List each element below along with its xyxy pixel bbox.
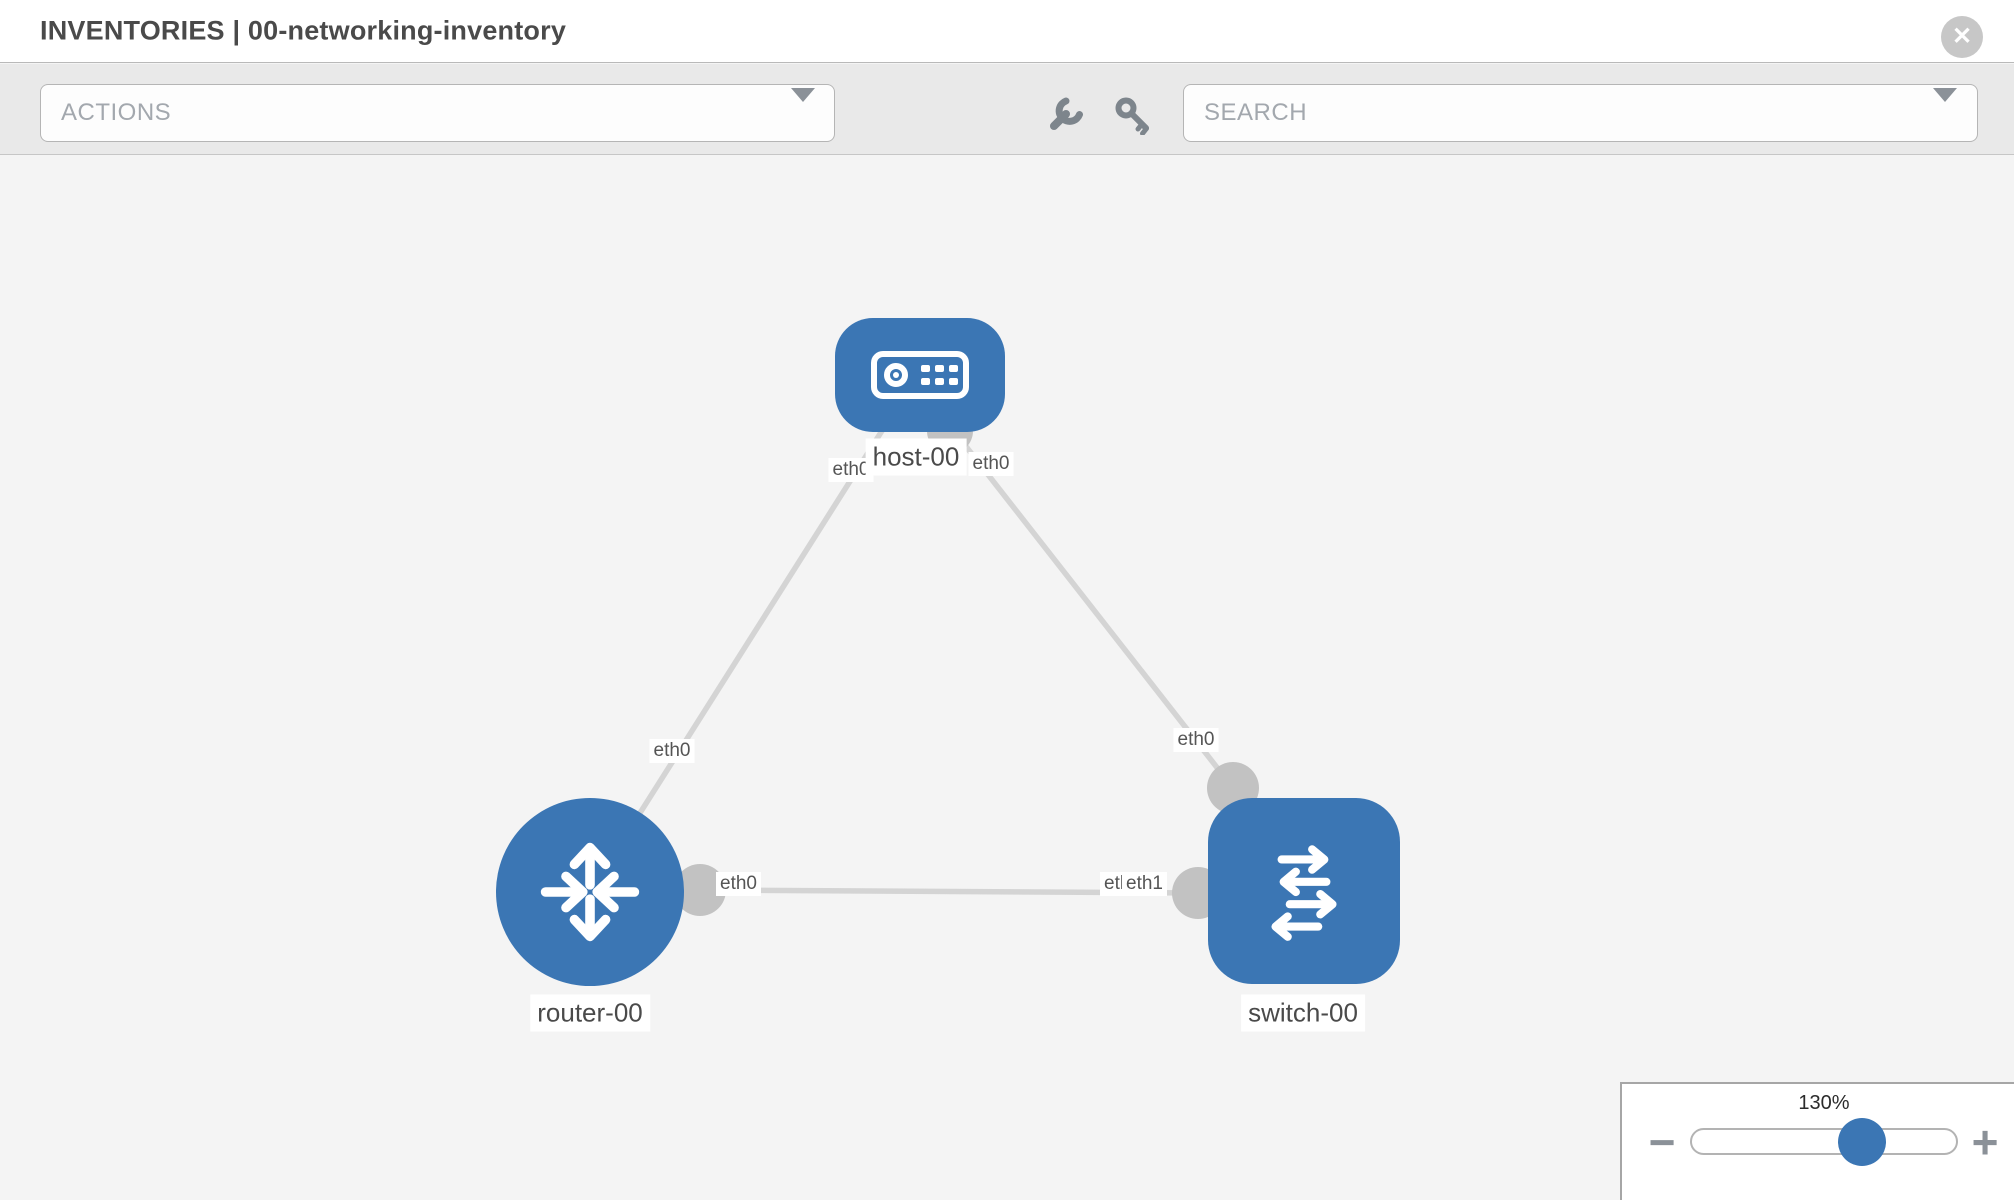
connector-router-right [674,864,726,916]
node-host-00[interactable] [835,318,1005,432]
node-label-host-00: host-00 [865,438,967,476]
zoom-out-button[interactable]: − [1648,1116,1676,1168]
header: INVENTORIES | 00-networking-inventory ✕ [0,0,2014,63]
if-label-eth0-host-right: eth0 [968,452,1014,476]
wrench-icon [1050,97,1083,130]
if-label-eth0-host-switch-link: eth0 [1173,728,1219,752]
actions-dropdown-label: ACTIONS [61,99,172,126]
zoom-in-button[interactable]: + [1971,1116,1999,1168]
close-button[interactable]: ✕ [1941,16,1983,58]
toolbar: ACTIONS SEARCH [0,64,2014,155]
close-icon: ✕ [1951,23,1973,50]
link-host-switch [947,424,1236,790]
if-label-eth0-router-right: eth0 [716,872,761,896]
key-icon [1115,97,1149,135]
if-label-eth1-switch-left-front: eth1 [1122,872,1167,896]
zoom-level-readout: 130% [1798,1092,1850,1114]
host-icon [871,351,969,399]
actions-dropdown[interactable]: ACTIONS [40,84,835,142]
zoom-slider-track[interactable] [1690,1128,1958,1155]
search-dropdown[interactable]: SEARCH [1183,84,1978,142]
search-dropdown-label: SEARCH [1204,99,1308,126]
chevron-down-icon [791,88,815,102]
router-icon [540,842,640,942]
page-title: INVENTORIES | 00-networking-inventory [40,15,567,46]
node-switch-00[interactable] [1208,798,1400,984]
if-label-eth0-host-router-link: eth0 [649,739,695,763]
switch-icon [1271,845,1337,941]
zoom-control-panel: 130% − + [1620,1082,2014,1200]
zoom-slider-thumb[interactable] [1838,1118,1886,1166]
topology-links-layer [587,408,1259,919]
node-label-switch-00: switch-00 [1241,994,1365,1032]
node-router-00[interactable] [496,798,684,986]
chevron-down-icon [1933,88,1957,102]
key-button[interactable] [1111,93,1155,137]
node-label-router-00: router-00 [530,994,650,1032]
wrench-button[interactable] [1043,93,1087,137]
topology-canvas[interactable]: eth0 eth0 eth0 eth0 eth0 eth0 eth1 host-… [0,156,2014,1200]
